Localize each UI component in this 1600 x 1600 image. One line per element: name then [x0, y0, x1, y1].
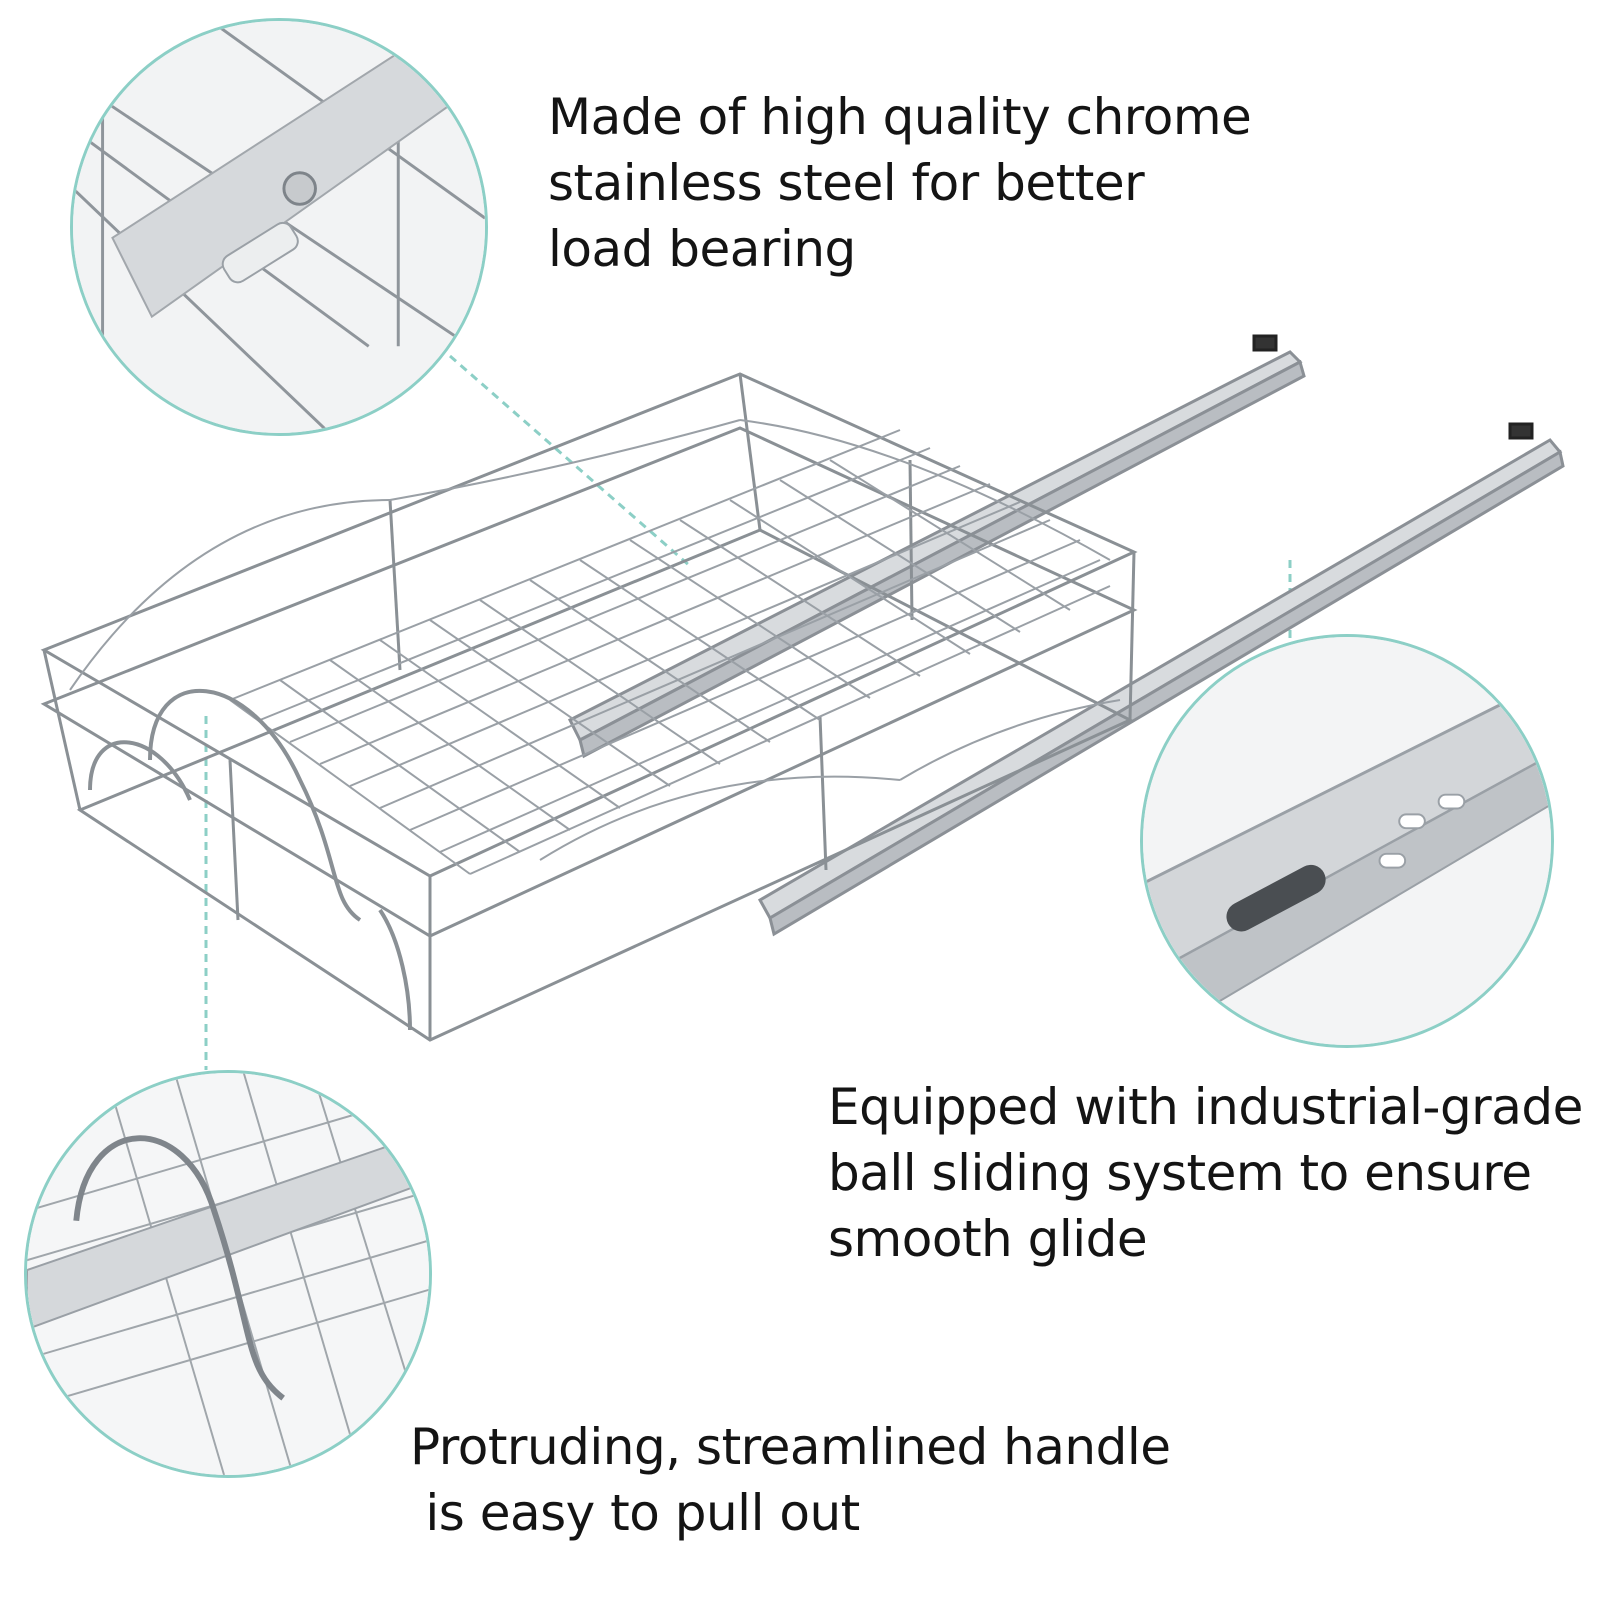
ball-bearing-slide-closeup-icon: [1143, 637, 1551, 1045]
rail-joint-closeup-icon: [73, 21, 485, 433]
feature-handle-line-1: Protruding, streamlined handle: [410, 1418, 1171, 1476]
wire-grid-base: [229, 429, 1111, 875]
feature-material-line-1: Made of high quality chrome: [548, 88, 1252, 146]
feature-slide-text: Equipped with industrial-grade ball slid…: [828, 1074, 1583, 1272]
detail-circle-handle: [24, 1070, 432, 1478]
wire-basket: [40, 372, 1138, 1042]
detail-circle-ball-slide: [1140, 634, 1554, 1048]
feature-slide-line-2: ball sliding system to ensure: [828, 1144, 1532, 1202]
slide-rail-left: [567, 334, 1306, 759]
feature-material-line-3: load bearing: [548, 220, 856, 278]
handle-closeup-icon: [27, 1073, 429, 1475]
feature-handle-line-2: is easy to pull out: [410, 1484, 860, 1542]
detail-circle-rail-joint: [70, 18, 488, 436]
feature-handle-text: Protruding, streamlined handle is easy t…: [410, 1414, 1171, 1546]
leader-lines: [204, 354, 1292, 1070]
feature-material-line-2: stainless steel for better: [548, 154, 1145, 212]
front-handle: [88, 688, 412, 1031]
feature-material-text: Made of high quality chrome stainless st…: [548, 84, 1252, 282]
feature-slide-line-3: smooth glide: [828, 1210, 1148, 1268]
feature-slide-line-1: Equipped with industrial-grade: [828, 1078, 1583, 1136]
side-curves: [69, 419, 1121, 861]
